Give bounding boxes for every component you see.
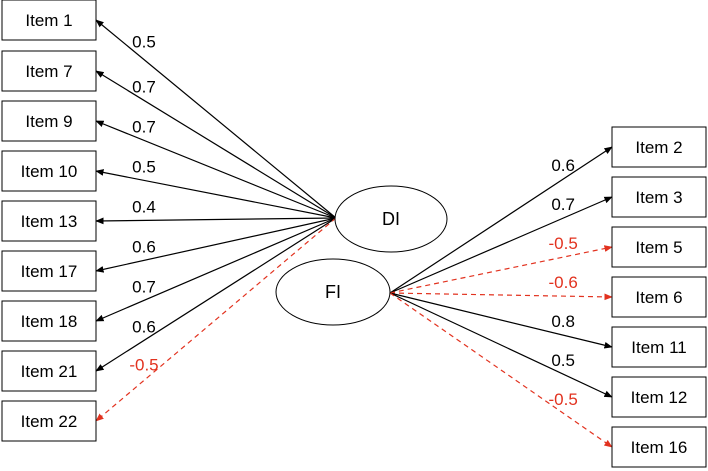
loading-label-di-item9: 0.7 [132,117,156,136]
item-node-item21: Item 21 [1,350,97,392]
loading-label-di-item7: 0.7 [132,77,156,96]
factor-ellipse [334,185,448,253]
item-box [1,0,97,41]
loading-arrow-di-item18 [95,217,337,322]
item-label: Item 9 [25,112,72,131]
item-node-item10: Item 10 [1,150,97,192]
loading-paths [95,19,613,448]
item-node-item1: Item 1 [1,0,97,41]
loading-arrow-fi-item16 [389,292,613,448]
item-node-item9: Item 9 [1,100,97,142]
factor-node-fi: FI [275,258,391,326]
item-box [1,250,97,292]
loading-label-fi-item12: 0.5 [551,351,575,370]
item-box [1,100,97,142]
loading-label-fi-item2: 0.6 [551,156,575,175]
loading-arrow-fi-item6 [389,292,613,301]
item-box [611,226,707,268]
factor-nodes: DI FI [275,185,448,326]
loading-label-di-item21: 0.6 [132,317,156,336]
item-node-item11: Item 11 [611,326,707,368]
factor-label: DI [382,209,400,229]
item-label: Item 2 [635,138,682,157]
loading-label-di-item17: 0.6 [132,237,156,256]
loading-label-di-item10: 0.5 [132,157,156,176]
item-node-item18: Item 18 [1,300,97,342]
item-box [1,50,97,92]
item-node-item12: Item 12 [611,376,707,418]
item-box [611,326,707,368]
item-node-item13: Item 13 [1,200,97,242]
item-box [1,200,97,242]
item-box [1,350,97,392]
item-box [1,400,97,442]
loading-arrow-fi-item2 [389,146,613,294]
factor-node-di: DI [334,185,448,253]
item-node-item7: Item 7 [1,50,97,92]
loading-label-fi-item11: 0.8 [551,312,575,331]
item-label: Item 16 [631,438,688,457]
loading-arrow-di-item1 [95,19,337,219]
item-label: Item 17 [21,262,78,281]
item-label: Item 22 [21,412,78,431]
item-box [611,276,707,318]
item-box [611,376,707,418]
item-node-item3: Item 3 [611,176,707,218]
loading-label-fi-item16: -0.5 [549,390,578,409]
loading-arrow-di-item10 [95,169,337,219]
item-label: Item 5 [635,238,682,257]
item-label: Item 7 [25,62,72,81]
item-node-item16: Item 16 [611,426,707,468]
loading-arrow-di-item13 [95,217,337,225]
loading-arrow-di-item22 [95,217,337,422]
item-node-item17: Item 17 [1,250,97,292]
item-node-item22: Item 22 [1,400,97,442]
item-label: Item 10 [21,162,78,181]
factor-ellipse [275,258,391,326]
loading-label-di-item22: -0.5 [129,355,158,374]
loading-label-di-item18: 0.7 [132,277,156,296]
loading-arrow-fi-item11 [389,292,613,349]
factor-label: FI [325,282,341,302]
item-label: Item 1 [25,11,72,30]
loading-label-fi-item3: 0.7 [551,195,575,214]
loading-label-di-item13: 0.4 [132,197,156,216]
loading-arrow-di-item9 [95,120,337,219]
loading-arrow-di-item17 [95,217,337,273]
item-node-item2: Item 2 [611,126,707,168]
item-node-item6: Item 6 [611,276,707,318]
loading-labels: 0.5 0.7 0.7 0.5 0.4 0.6 0.7 0.6 -0.5 0.6 0.7 -0.5 -0… [129,33,577,410]
loading-label-di-item1: 0.5 [132,33,156,52]
item-box [611,426,707,468]
loading-label-fi-item5: -0.5 [549,234,578,253]
item-label: Item 12 [631,388,688,407]
item-box [1,150,97,192]
item-node-item5: Item 5 [611,226,707,268]
loading-arrow-fi-item5 [389,245,613,294]
item-label: Item 6 [635,288,682,307]
loading-arrow-fi-item12 [389,292,613,398]
item-label: Item 18 [21,312,78,331]
item-label: Item 13 [21,212,78,231]
item-label: Item 3 [635,188,682,207]
item-label: Item 21 [21,362,78,381]
loading-arrow-di-item21 [95,217,337,372]
loading-arrow-fi-item3 [389,196,613,294]
item-label: Item 11 [631,338,686,357]
loading-label-fi-item6: -0.6 [549,273,578,292]
item-box [611,126,707,168]
item-box [611,176,707,218]
loading-arrow-di-item7 [95,70,337,219]
item-box [1,300,97,342]
